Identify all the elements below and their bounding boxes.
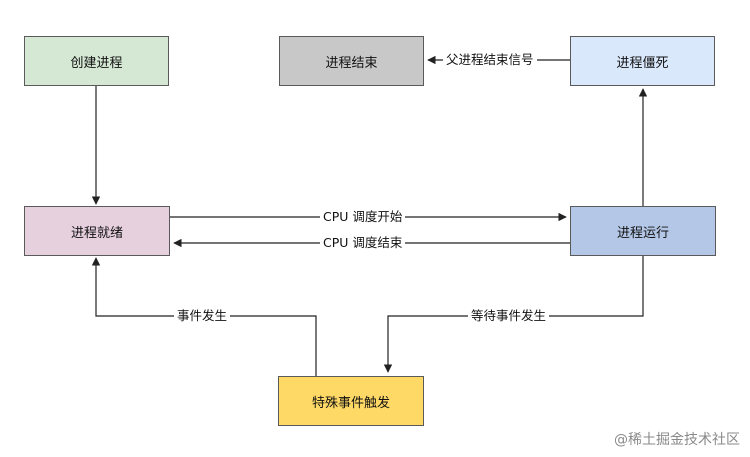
watermark: @稀土掘金技术社区 [614, 432, 740, 448]
node-create-process: 创建进程 [24, 36, 169, 86]
node-process-zombie: 进程僵死 [570, 36, 715, 86]
label-cpu-schedule-start: CPU 调度开始 [320, 209, 406, 225]
node-process-ready: 进程就绪 [24, 206, 170, 256]
label-parent-end-signal: 父进程结束信号 [443, 52, 537, 68]
node-special-event: 特殊事件触发 [278, 376, 424, 426]
label-wait-event: 等待事件发生 [468, 308, 550, 324]
node-process-running: 进程运行 [570, 206, 716, 256]
label-event-occurs: 事件发生 [174, 308, 231, 324]
label-cpu-schedule-end: CPU 调度结束 [320, 235, 406, 251]
node-process-terminated: 进程结束 [279, 36, 424, 86]
